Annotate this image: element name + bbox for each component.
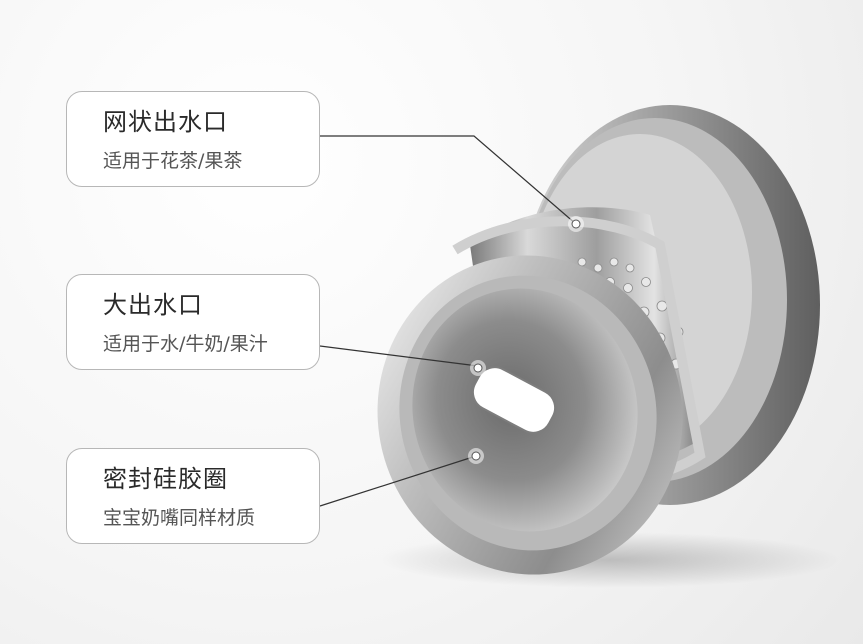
callout-title: 密封硅胶圈 xyxy=(103,465,228,493)
callout-large-outlet: 大出水口 适用于水/牛奶/果汁 xyxy=(66,274,320,370)
callout-silicone-seal: 密封硅胶圈 宝宝奶嘴同样材质 xyxy=(66,448,320,544)
callout-lines xyxy=(319,135,577,507)
callout-title: 大出水口 xyxy=(103,291,203,319)
callout-subtitle: 宝宝奶嘴同样材质 xyxy=(103,507,256,529)
large-outlet-slot xyxy=(471,366,557,434)
callout-subtitle: 适用于水/牛奶/果汁 xyxy=(103,333,268,355)
callout-title: 网状出水口 xyxy=(103,108,228,136)
callout-subtitle: 适用于花茶/果茶 xyxy=(103,150,243,172)
callout-markers xyxy=(468,216,584,464)
callout-mesh-outlet: 网状出水口 适用于花茶/果茶 xyxy=(66,91,320,187)
